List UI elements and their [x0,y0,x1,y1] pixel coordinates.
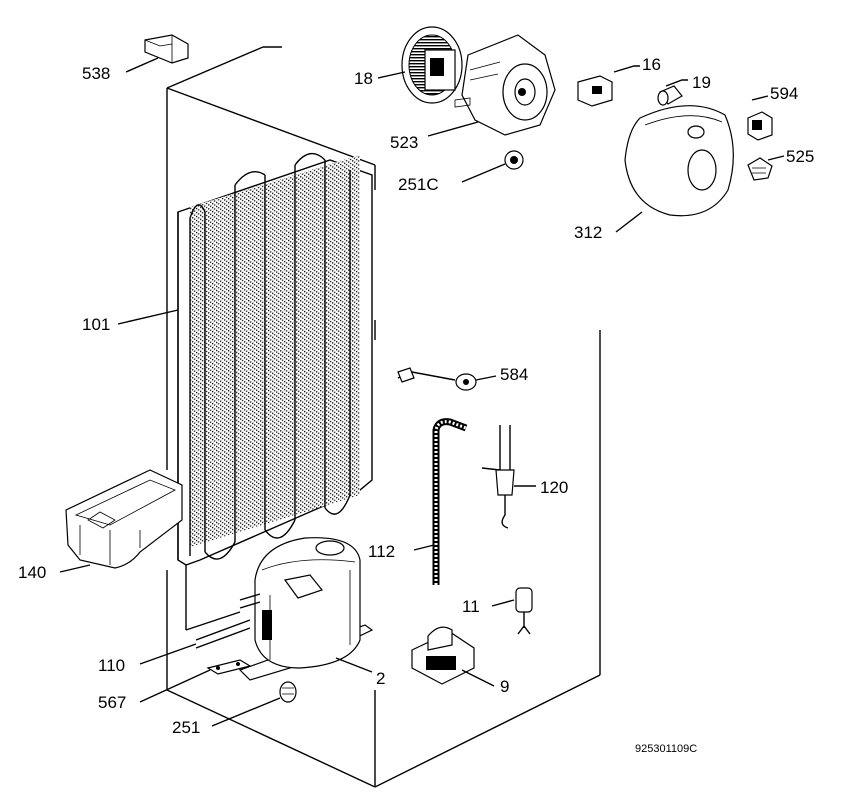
drip-tray [65,469,183,569]
label-110: 110 [98,656,125,675]
label-19: 19 [692,73,711,92]
cabinet-outline [166,46,601,788]
thermostat-sensor [481,425,515,529]
lamp-holder [747,157,773,181]
rubber-grommet [279,681,297,703]
label-101: 101 [82,315,110,334]
lamp-bulb [657,85,683,106]
thermal-relay [411,626,475,685]
switch-part [577,75,613,107]
small-gear [504,150,524,170]
label-140: 140 [18,563,46,582]
part-labels: 538 18 523 16 19 594 525 251C 312 101 58… [18,55,814,755]
label-18: 18 [354,69,373,88]
label-594: 594 [770,84,798,103]
starter-relay [515,587,533,635]
cap-part [144,34,189,64]
label-251c: 251C [398,175,439,194]
label-523: 523 [390,133,418,152]
lamp-cover [624,105,734,217]
label-525: 525 [786,147,814,166]
fan-motor [401,26,463,104]
sensor-probe [397,367,477,391]
label-584: 584 [500,365,528,384]
label-120: 120 [540,478,568,497]
drain-tube [432,418,468,585]
label-11: 11 [462,597,480,616]
label-538: 538 [82,64,110,83]
drawing-code: 925301109C [635,743,697,755]
label-251: 251 [172,718,200,737]
label-567: 567 [98,693,126,712]
fan-housing [454,34,556,136]
mounting-bracket [206,659,252,675]
label-112: 112 [368,542,395,561]
label-312: 312 [574,223,602,242]
label-9: 9 [500,677,509,696]
filter-drier [195,593,261,649]
leader-lines [59,57,785,727]
label-16: 16 [642,55,661,74]
switch-small [747,111,773,141]
label-2: 2 [376,669,385,688]
compressor [238,537,374,681]
